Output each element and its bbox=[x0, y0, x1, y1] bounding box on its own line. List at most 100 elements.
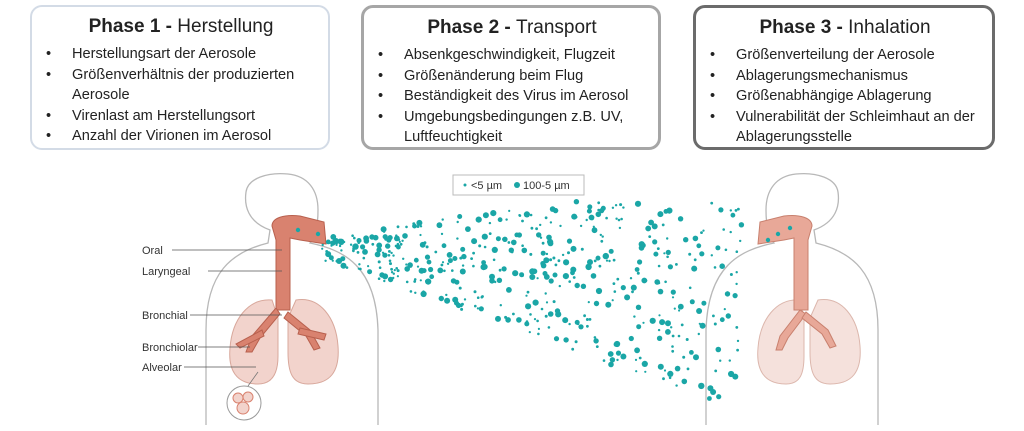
particle-small bbox=[688, 252, 692, 256]
particle-small bbox=[529, 313, 532, 316]
legend-large-dot bbox=[514, 182, 520, 188]
particle-large bbox=[563, 259, 570, 266]
particle-large bbox=[524, 321, 530, 327]
particle-large bbox=[613, 341, 619, 347]
particle-large bbox=[380, 226, 387, 233]
particle-large bbox=[532, 299, 539, 306]
particle-small bbox=[579, 224, 583, 228]
particle-small bbox=[633, 315, 636, 318]
particle-large bbox=[716, 394, 722, 400]
particle-small bbox=[635, 370, 638, 373]
particle-small bbox=[518, 214, 521, 217]
phase-3-name: Phase 3 bbox=[759, 17, 832, 38]
particle-large bbox=[765, 237, 771, 243]
particle-large bbox=[416, 219, 423, 226]
list-item: Virenlast am Herstellungsort bbox=[44, 106, 318, 127]
particle-small bbox=[622, 206, 625, 209]
particle-small bbox=[729, 273, 733, 276]
particle-small bbox=[686, 367, 690, 371]
alveolus-inset bbox=[226, 371, 262, 421]
particle-small bbox=[675, 384, 678, 387]
particle-small bbox=[419, 233, 422, 237]
particle-large bbox=[523, 211, 531, 218]
particle-small bbox=[405, 225, 408, 229]
particle-small bbox=[617, 218, 621, 222]
particle-large bbox=[547, 238, 554, 245]
particle-small bbox=[611, 299, 614, 302]
particle-small bbox=[321, 243, 324, 247]
particle-large bbox=[699, 251, 705, 257]
particle-small bbox=[405, 263, 408, 266]
particle-large bbox=[471, 238, 478, 245]
particle-small bbox=[388, 250, 391, 253]
particle-small bbox=[460, 304, 463, 308]
right-airway bbox=[757, 215, 837, 351]
particle-large bbox=[578, 324, 584, 330]
particle-large bbox=[609, 357, 616, 363]
particle-large bbox=[495, 236, 501, 242]
particle-large bbox=[516, 232, 523, 238]
particle-large bbox=[407, 262, 413, 268]
particle-large bbox=[588, 214, 595, 221]
particle-small bbox=[510, 250, 514, 254]
particle-large bbox=[465, 226, 471, 233]
particle-large bbox=[670, 289, 676, 295]
particle-large bbox=[376, 247, 382, 253]
particle-large bbox=[573, 199, 580, 205]
particle-large bbox=[502, 236, 508, 242]
particle-large bbox=[452, 256, 458, 261]
particle-small bbox=[583, 314, 586, 318]
particle-large bbox=[707, 396, 712, 401]
particle-large bbox=[529, 274, 536, 280]
particle-small bbox=[544, 292, 547, 295]
particle-large bbox=[580, 283, 587, 289]
particle-large bbox=[574, 282, 580, 289]
particle-large bbox=[521, 247, 528, 254]
particle-large bbox=[553, 336, 560, 342]
particle-large bbox=[666, 207, 673, 214]
particle-large bbox=[641, 360, 648, 367]
particle-large bbox=[649, 317, 656, 324]
particle-large bbox=[420, 290, 427, 298]
particle-small bbox=[383, 279, 386, 283]
particle-large bbox=[382, 234, 388, 240]
particle-small bbox=[739, 239, 742, 243]
particle-small bbox=[488, 232, 492, 236]
particle-small bbox=[540, 307, 544, 311]
particle-large bbox=[693, 354, 699, 361]
particle-small bbox=[558, 284, 561, 288]
particle-small bbox=[644, 279, 648, 283]
particle-large bbox=[554, 308, 561, 314]
particle-small bbox=[478, 244, 482, 248]
particle-large bbox=[421, 268, 427, 274]
particle-large bbox=[505, 317, 511, 323]
particle-small bbox=[700, 231, 703, 235]
particle-large bbox=[587, 259, 593, 266]
particle-large bbox=[715, 346, 722, 353]
particle-small bbox=[362, 256, 366, 260]
particle-large bbox=[436, 222, 443, 229]
particle-large bbox=[519, 272, 525, 278]
particle-large bbox=[438, 295, 444, 302]
particle-large bbox=[595, 255, 601, 261]
particle-small bbox=[593, 259, 597, 263]
particle-large bbox=[787, 225, 793, 231]
particle-large bbox=[645, 225, 652, 232]
particle-large bbox=[437, 267, 444, 274]
particle-small bbox=[616, 358, 619, 362]
particle-small bbox=[661, 223, 665, 227]
particle-small bbox=[476, 307, 479, 310]
particle-small bbox=[512, 312, 515, 316]
particle-large bbox=[459, 268, 466, 275]
particle-small bbox=[620, 217, 623, 221]
particle-large bbox=[656, 335, 663, 341]
particle-large bbox=[648, 219, 654, 226]
particle-small bbox=[537, 332, 540, 336]
particle-small bbox=[529, 213, 533, 217]
particle-small bbox=[611, 206, 615, 209]
particle-small bbox=[544, 216, 548, 220]
phase-3-title: Phase 3 - Inhalation bbox=[759, 17, 931, 38]
particle-large bbox=[615, 350, 622, 356]
particle-small bbox=[434, 250, 438, 254]
particle-large bbox=[363, 238, 370, 244]
